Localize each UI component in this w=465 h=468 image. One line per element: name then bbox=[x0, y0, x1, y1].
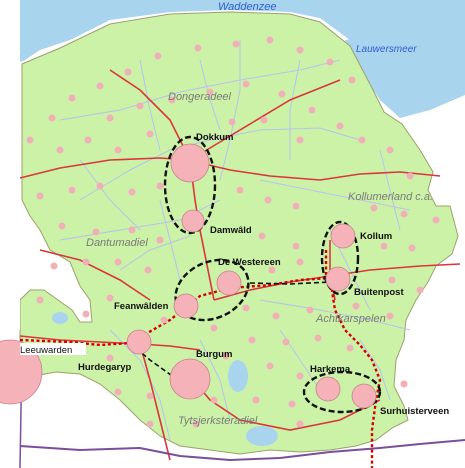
city-marker-buitenpost[interactable] bbox=[325, 266, 351, 292]
lake-south bbox=[246, 426, 278, 446]
main-roads bbox=[19, 69, 461, 461]
sea-waddenzee bbox=[0, 0, 465, 78]
label-feanwalden: Feanwâlden bbox=[114, 301, 169, 312]
label-dongeradeel: Dongeradeel bbox=[168, 91, 232, 103]
label-surhuisterveen: Surhuisterveen bbox=[380, 406, 449, 417]
village-dots bbox=[26, 36, 440, 428]
city-marker-harkema[interactable] bbox=[315, 376, 341, 402]
left-margin bbox=[0, 0, 20, 330]
city-marker-surhuisterveen[interactable] bbox=[351, 383, 377, 409]
label-tytsjerksteradiel: Tytsjerksteradiel bbox=[178, 415, 258, 427]
label-damwald: Damwâld bbox=[210, 225, 252, 236]
label-achtkarspelen: Achtkarspelen bbox=[315, 313, 386, 325]
label-buitenpost: Buitenpost bbox=[354, 287, 404, 298]
label-harkema: Harkema bbox=[310, 364, 351, 375]
city-markers bbox=[0, 143, 377, 409]
city-marker-de-westereen[interactable] bbox=[216, 270, 242, 296]
sea-corner bbox=[20, 0, 26, 60]
label-dantumadiel: Dantumadiel bbox=[86, 237, 148, 249]
label-burgum: Burgum bbox=[196, 349, 232, 360]
city-marker-damwald[interactable] bbox=[181, 209, 205, 233]
label-dokkum: Dokkum bbox=[196, 132, 233, 143]
province-border bbox=[19, 439, 465, 462]
lake-lauwersmeer bbox=[345, 25, 465, 118]
city-marker-dokkum[interactable] bbox=[170, 143, 210, 183]
city-marker-hurdegaryp[interactable] bbox=[126, 329, 152, 355]
minor-roads bbox=[59, 40, 411, 441]
lake-burgumer-mar bbox=[228, 360, 248, 392]
city-marker-leeuwarden[interactable] bbox=[0, 339, 43, 405]
lake-west bbox=[52, 312, 68, 324]
city-marker-burgum[interactable] bbox=[169, 358, 211, 400]
label-hurdegaryp: Hurdegaryp bbox=[78, 362, 132, 373]
city-marker-feanwalden[interactable] bbox=[173, 293, 199, 319]
label-de-westereen: De Westereen bbox=[218, 257, 281, 268]
label-lauwersmeer: Lauwersmeer bbox=[356, 44, 417, 55]
label-waddenzee: Waddenzee bbox=[218, 1, 277, 13]
leeuwarden-label-bg bbox=[20, 343, 86, 355]
label-leeuwarden: Leeuwarden bbox=[20, 345, 72, 356]
label-kollum: Kollum bbox=[360, 231, 392, 242]
label-kollumerland: Kollumerland c.a. bbox=[348, 191, 433, 203]
city-marker-kollum[interactable] bbox=[330, 223, 356, 249]
